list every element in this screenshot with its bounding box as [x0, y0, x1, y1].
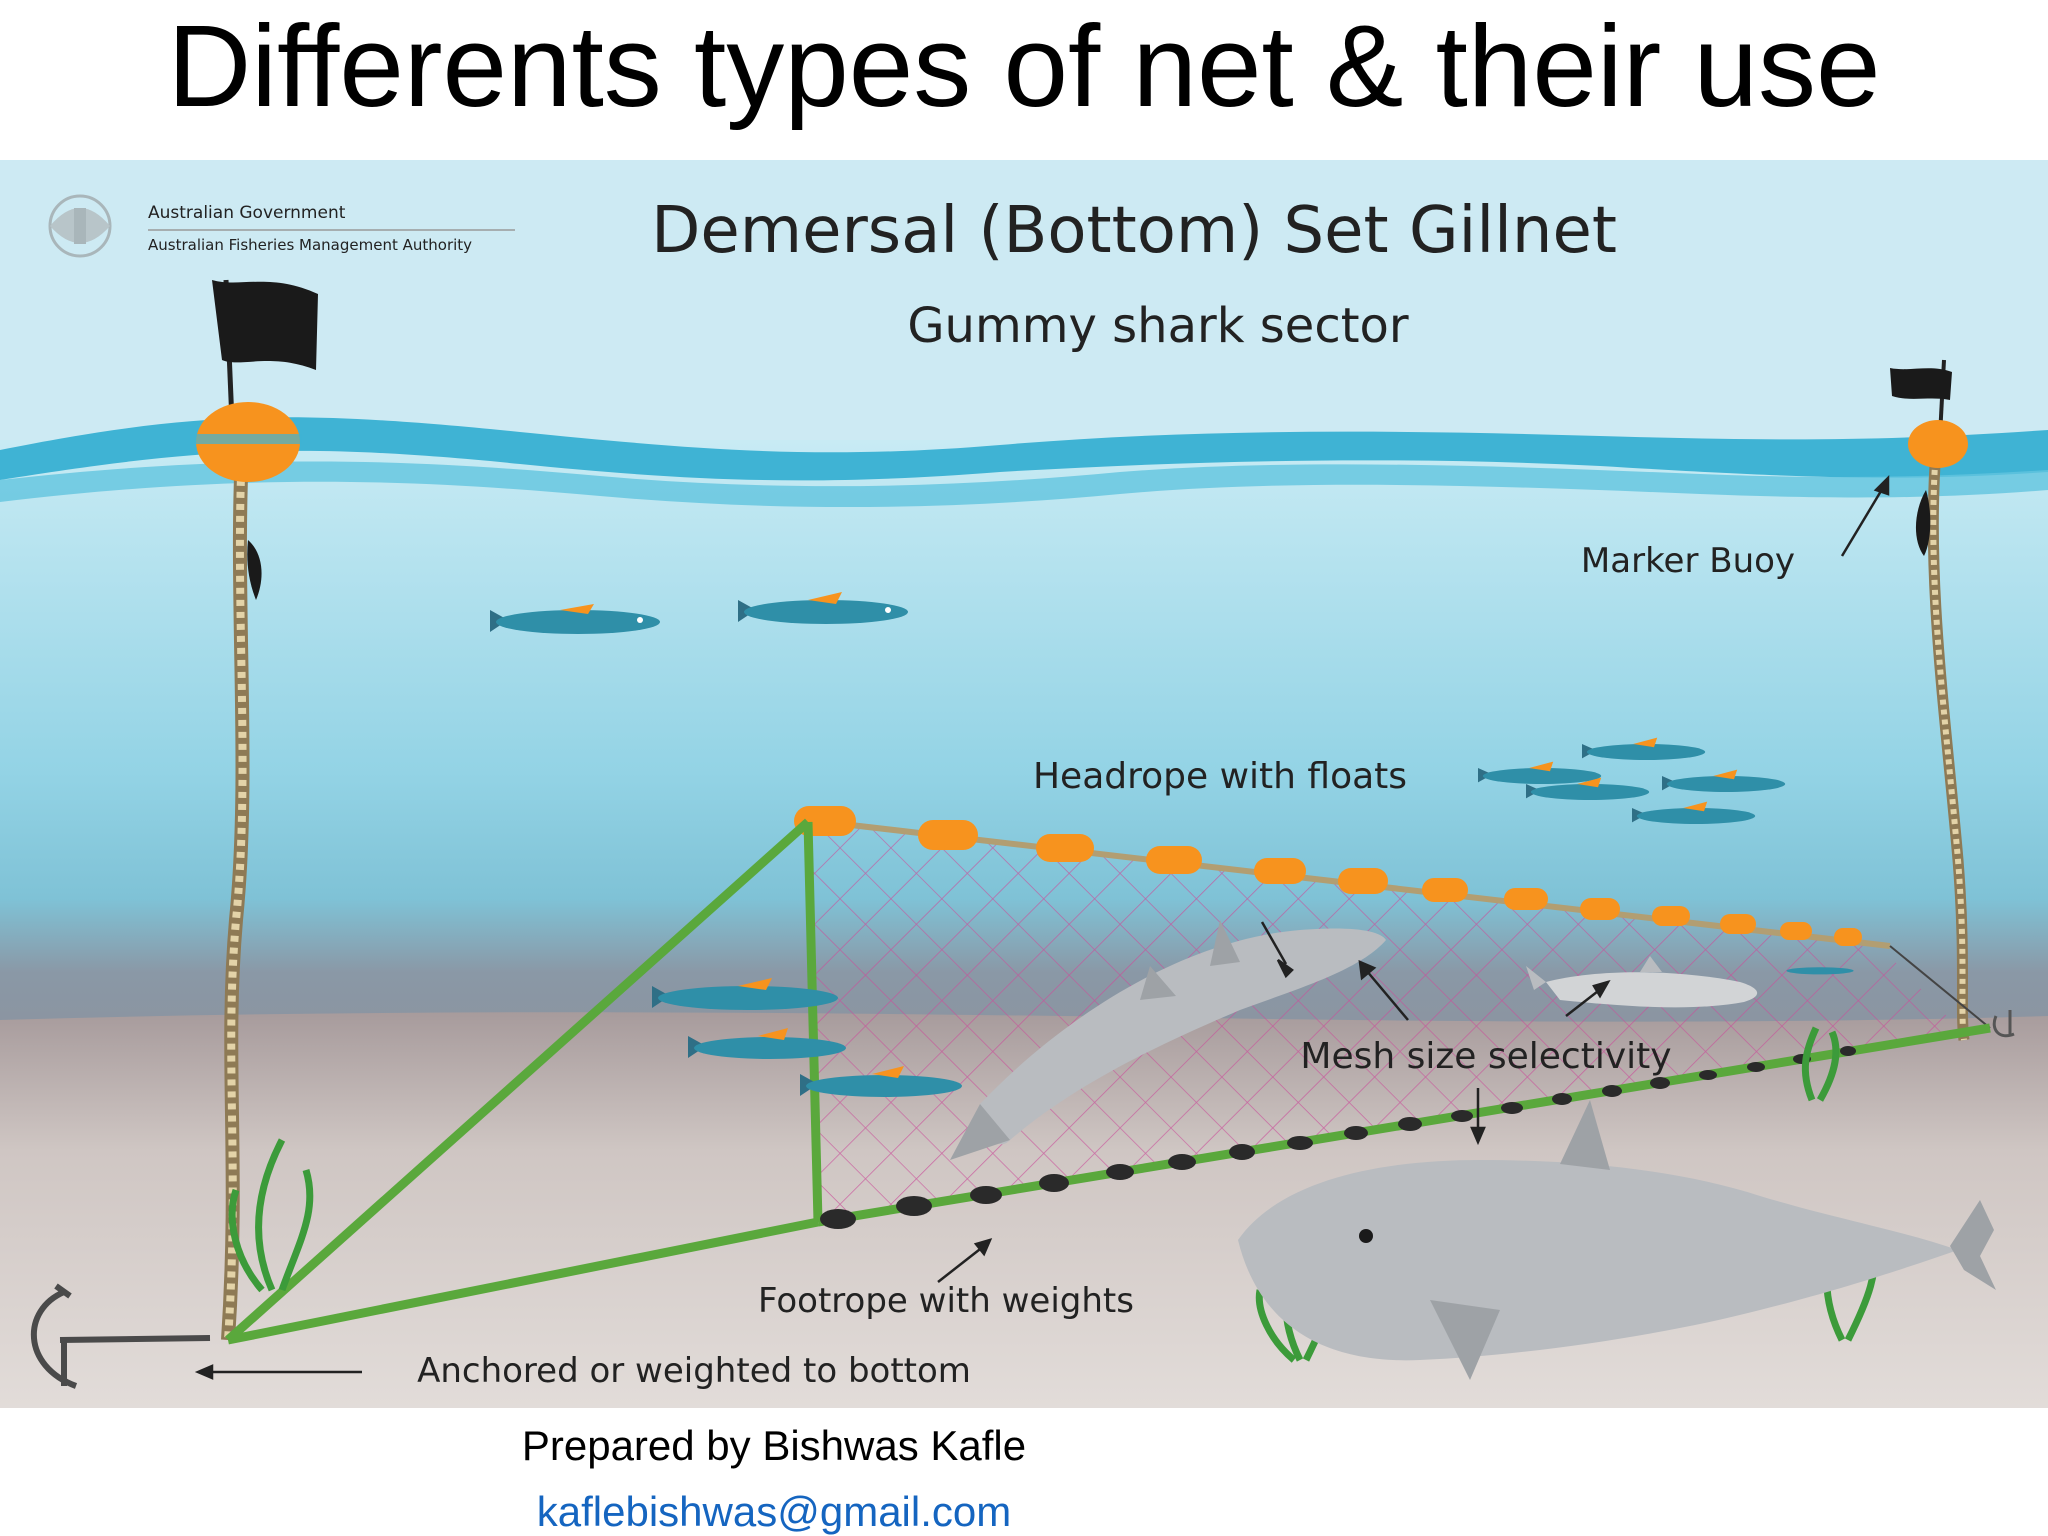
diagram-title: Demersal (Bottom) Set Gillnet	[651, 194, 1617, 268]
label-marker-buoy: Marker Buoy	[1581, 541, 1795, 581]
author-email[interactable]: kaflebishwas@gmail.com	[0, 1488, 1798, 1536]
agency-line-2: Australian Fisheries Management Authorit…	[148, 236, 472, 254]
label-anchor: Anchored or weighted to bottom	[417, 1351, 971, 1391]
label-headrope: Headrope with floats	[1033, 756, 1407, 797]
gillnet-diagram: Australian Government Australian Fisheri…	[0, 160, 2048, 1408]
label-footrope: Footrope with weights	[758, 1281, 1134, 1321]
label-mesh-size: Mesh size selectivity	[1300, 1036, 1671, 1077]
agency-line-1: Australian Government	[148, 203, 346, 223]
author-credit: Prepared by Bishwas Kafle	[0, 1422, 1798, 1470]
diagram-subtitle: Gummy shark sector	[907, 298, 1409, 354]
slide-title: Differents types of net & their use	[0, 0, 2048, 158]
